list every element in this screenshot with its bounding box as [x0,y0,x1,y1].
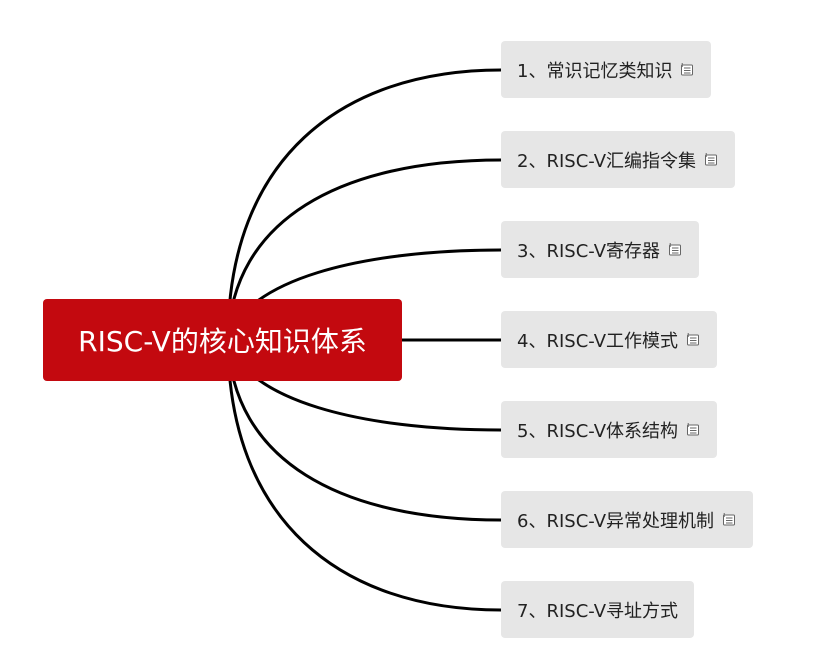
note-icon[interactable] [667,242,683,258]
child-topic-3[interactable]: 3、RISC-V寄存器 [501,221,700,278]
root-topic[interactable]: RISC-V的核心知识体系 [43,299,402,381]
child-topic-6[interactable]: 6、RISC-V异常处理机制 [501,491,754,548]
child-topic-label: 3、RISC-V寄存器 [517,240,661,262]
child-topic-label: 5、RISC-V体系结构 [517,420,679,442]
connector-line-6 [226,339,502,522]
note-icon[interactable] [703,152,719,168]
note-icon[interactable] [685,422,701,438]
child-topic-4[interactable]: 4、RISC-V工作模式 [501,311,718,368]
child-topic-label: 2、RISC-V汇编指令集 [517,150,697,172]
child-topic-label: 6、RISC-V异常处理机制 [517,510,715,532]
child-topic-7[interactable]: 7、RISC-V寻址方式 [501,581,695,638]
connector-line-1 [226,68,502,341]
note-icon[interactable] [721,512,737,528]
connector-line-7 [226,339,502,612]
child-topic-label: 1、常识记忆类知识 [517,60,673,82]
connector-line-2 [226,158,502,341]
child-topic-label: 7、RISC-V寻址方式 [517,600,679,622]
child-topic-2[interactable]: 2、RISC-V汇编指令集 [501,131,736,188]
root-topic-label: RISC-V的核心知识体系 [78,325,367,358]
child-topic-1[interactable]: 1、常识记忆类知识 [501,41,712,98]
note-icon[interactable] [679,62,695,78]
child-topic-label: 4、RISC-V工作模式 [517,330,679,352]
child-topic-5[interactable]: 5、RISC-V体系结构 [501,401,718,458]
note-icon[interactable] [685,332,701,348]
